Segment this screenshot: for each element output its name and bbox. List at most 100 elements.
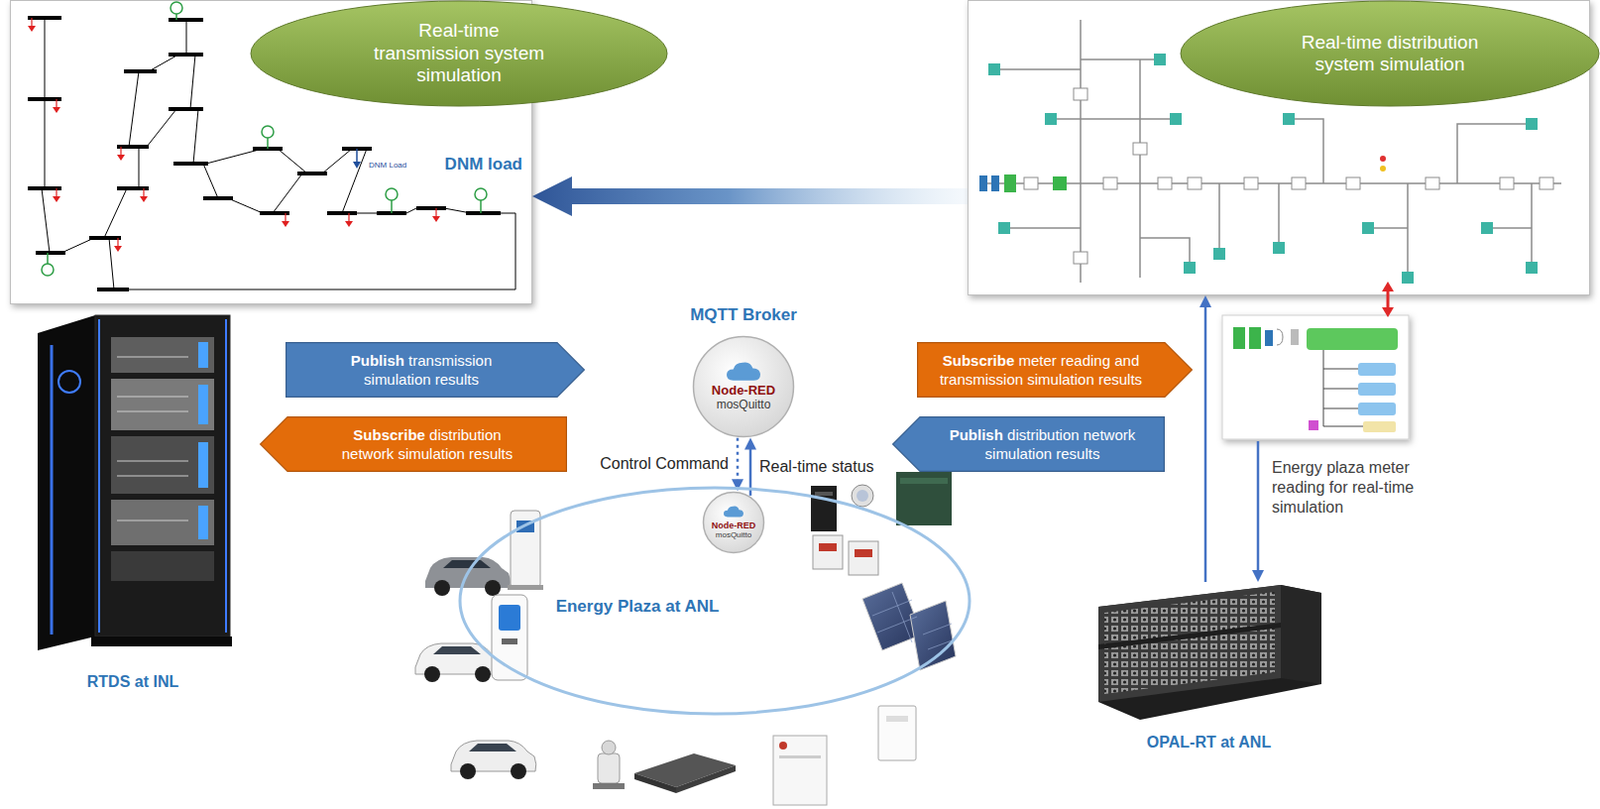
opal-rt-simulator <box>1280 584 1322 685</box>
opal-rt-model-screenshot <box>1222 315 1409 440</box>
arrow-outline <box>893 417 1165 472</box>
energy-plaza-equipment <box>501 638 518 645</box>
ellipse-outline <box>1180 0 1600 107</box>
energy-plaza-equipment <box>676 765 736 794</box>
arrowhead <box>744 438 757 451</box>
red-double-arrow <box>1381 307 1394 318</box>
load-node <box>1525 117 1538 130</box>
energy-plaza-equipment <box>814 491 833 496</box>
feeder-device <box>1157 177 1172 190</box>
rtds-rack <box>98 319 101 633</box>
load-node <box>1213 247 1226 260</box>
energy-plaza-equipment <box>773 735 827 805</box>
arrow-label: Publishdistribution network simulation r… <box>943 425 1143 464</box>
load-node <box>988 63 1001 76</box>
load-node <box>1272 241 1285 254</box>
connector <box>532 176 968 217</box>
rtds-rack <box>37 315 232 651</box>
mqtt-broker: Node-REDmosQuitto <box>701 490 766 555</box>
energy-plaza-equipment <box>848 541 879 575</box>
generator-symbol <box>261 125 274 138</box>
rtds-rack <box>91 636 232 647</box>
cloud-icon <box>726 361 761 380</box>
opal-rt-simulator <box>1098 584 1322 720</box>
edge-label: DNM load <box>445 154 523 175</box>
red-double-arrow <box>1381 281 1394 318</box>
load-node <box>1481 222 1493 234</box>
connector <box>744 438 757 496</box>
feeder-device <box>1425 177 1440 190</box>
plaza-outline <box>459 487 970 714</box>
load-node <box>998 222 1011 234</box>
energy-plaza-equipment <box>434 579 451 596</box>
energy-plaza-equipment <box>425 557 511 596</box>
annotation: Energy plaza meter reading for real-time… <box>1271 457 1456 518</box>
feeder-device <box>1073 251 1088 264</box>
action-word: Subscribe <box>352 426 426 444</box>
rtds-rack <box>111 551 215 581</box>
action-word: Publish <box>949 426 1004 444</box>
message-arrow: Subscribedistribution network simulation… <box>259 416 568 472</box>
arrow-shape <box>916 342 1193 398</box>
energy-plaza-equipment <box>878 705 916 761</box>
arrow-label: Subscribedistribution network simulation… <box>328 425 527 464</box>
feeder-device <box>1073 88 1088 101</box>
energy-plaza-equipment <box>433 646 481 655</box>
energy-plaza-equipment <box>597 753 620 784</box>
load-arrow <box>432 216 441 223</box>
load-node <box>1183 261 1196 274</box>
energy-plaza-equipment <box>443 560 491 569</box>
energy-plaza-equipment <box>900 477 948 484</box>
broker-heading: MQTT Broker <box>689 305 798 326</box>
meter-reading-arrow <box>1252 570 1264 582</box>
simulation-panel: Real-time transmission system simulation <box>9 0 533 305</box>
load-tag: DNM Load <box>368 160 407 170</box>
load-arrow <box>27 25 36 32</box>
energy-plaza-equipment <box>592 783 625 790</box>
dnm-load-symbol <box>355 148 358 163</box>
opal-rt-simulator <box>1098 584 1281 702</box>
simulation-title: Real-time transmission system simulation <box>364 19 554 87</box>
rtds-rack <box>225 319 228 633</box>
generator-symbol <box>474 188 487 201</box>
energy-plaza-equipment <box>468 743 517 752</box>
load-arrow <box>52 196 61 203</box>
arrow-shape <box>892 416 1165 472</box>
product-name: mosQuitto <box>691 398 796 413</box>
title-ellipse: Real-time transmission system simulation <box>249 0 669 108</box>
connector <box>1199 295 1212 582</box>
rtds-rack <box>198 442 209 488</box>
rtds-rack <box>198 505 209 540</box>
rtds-rack <box>111 378 215 431</box>
ellipse-outline <box>250 0 668 107</box>
arrow-label: Publishtransmission simulation results <box>322 350 521 390</box>
energy-plaza-equipment <box>498 604 521 631</box>
arrow-outline <box>286 342 585 398</box>
opal-rt-simulator <box>1098 622 1281 650</box>
message-arrow: Publishtransmission simulation results <box>285 342 585 398</box>
load-arrow <box>114 245 122 252</box>
energy-plaza-equipment <box>779 741 788 750</box>
arrow-text: distribution network simulation results <box>985 426 1137 463</box>
simulation-panel: Real-time distribution system simulation <box>967 0 1591 296</box>
source-block <box>1379 165 1386 172</box>
red-double-arrow <box>1386 289 1390 310</box>
load-node <box>1169 113 1182 125</box>
energy-plaza-equipment <box>812 535 843 570</box>
opal-rt-model-screenshot <box>1358 382 1396 396</box>
energy-plaza-equipment <box>451 740 537 780</box>
rtds-rack <box>198 342 209 368</box>
message-arrow: Publishdistribution network simulation r… <box>892 416 1165 472</box>
source-block <box>991 175 1000 192</box>
energy-plaza-equipment <box>872 591 955 650</box>
feeder-device <box>1539 177 1554 190</box>
opal-rt-model-screenshot <box>1233 327 1246 349</box>
load-node <box>1282 113 1295 125</box>
product-name: Node-RED <box>701 520 766 531</box>
opal-rt-model-screenshot <box>1222 315 1409 440</box>
ellipse-text: Real-time distribution system simulation <box>1295 31 1485 77</box>
edge-label: Real-time status <box>759 457 875 476</box>
cloud-icon <box>723 506 744 518</box>
